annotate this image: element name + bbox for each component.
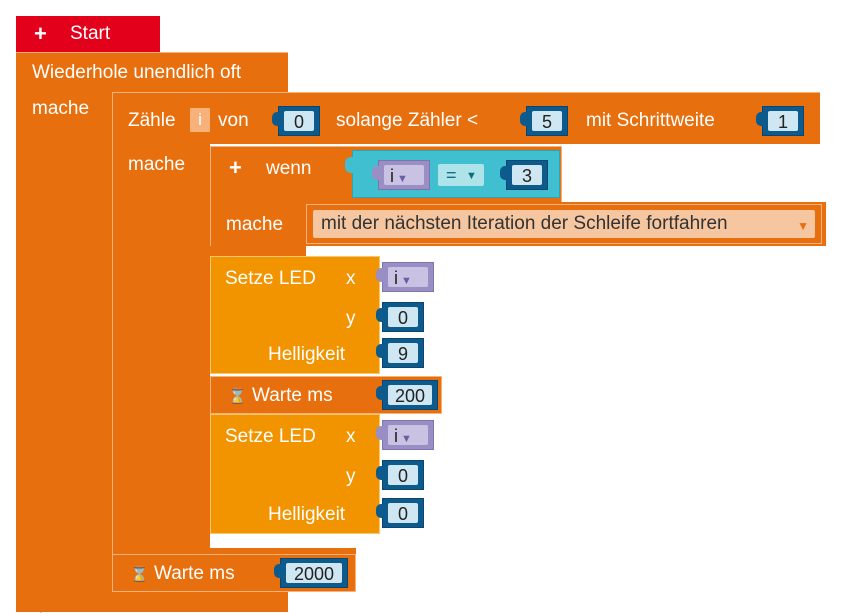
forever-loop-footer xyxy=(16,588,288,612)
set-led-2-x-dropdown[interactable]: i▼ xyxy=(388,425,428,446)
set-led-1-x-variable-block[interactable]: i▼ xyxy=(376,262,434,292)
count-from-label: von xyxy=(218,110,249,131)
if-do-label: mache xyxy=(226,214,284,235)
wait-2-value-connector xyxy=(274,564,282,578)
set-led-2-x-label: x xyxy=(346,426,356,447)
set-led-1-brightness-connector xyxy=(376,344,384,358)
wait-1-value-connector xyxy=(376,386,384,400)
dropdown-arrow-icon: ▼ xyxy=(401,433,412,445)
count-variable-dropdown[interactable]: i xyxy=(190,108,210,132)
compare-variable-name: i xyxy=(390,166,394,186)
set-led-1-x-variable: i xyxy=(394,268,398,288)
set-led-1-y-value[interactable]: 0 xyxy=(388,307,418,328)
forever-loop-label: Wiederhole unendlich oft xyxy=(32,62,242,83)
wait-2-value[interactable]: 2000 xyxy=(286,563,342,584)
compare-value[interactable]: 3 xyxy=(512,165,542,186)
start-label: Start xyxy=(70,23,111,44)
next-connector-icon xyxy=(35,605,47,613)
dropdown-arrow-icon: ▼ xyxy=(397,173,408,185)
count-to-value[interactable]: 5 xyxy=(532,111,562,132)
count-step-value[interactable]: 1 xyxy=(768,111,798,132)
compare-value-block[interactable]: 3 xyxy=(500,160,548,190)
set-led-2-x-connector xyxy=(376,426,384,440)
set-led-2-x-variable: i xyxy=(394,426,398,446)
compare-variable-dropdown[interactable]: i▼ xyxy=(384,165,424,186)
count-from-value[interactable]: 0 xyxy=(284,111,314,132)
dropdown-arrow-icon: ▼ xyxy=(466,170,477,182)
set-led-2-x-variable-block[interactable]: i▼ xyxy=(376,420,434,450)
forever-loop-body-rail xyxy=(16,92,112,600)
hourglass-icon: ⌛ xyxy=(130,565,149,583)
set-led-1-x-connector xyxy=(376,268,384,282)
count-loop-body-rail xyxy=(112,144,210,548)
count-to-value-connector xyxy=(520,112,528,126)
set-led-2-y-label: y xyxy=(346,466,356,487)
compare-operator: = xyxy=(446,165,457,185)
count-from-value-block[interactable]: 0 xyxy=(272,106,320,136)
set-led-2-brightness-value-block[interactable]: 0 xyxy=(376,498,424,528)
set-led-2-y-connector xyxy=(376,466,384,480)
set-led-2-brightness-label: Helligkeit xyxy=(268,504,346,525)
hourglass-icon: ⌛ xyxy=(228,387,247,405)
compare-variable-block[interactable]: i▼ xyxy=(372,160,430,190)
wait-1-label: Warte ms xyxy=(252,385,333,406)
continue-loop-label: mit der nächsten Iteration der Schleife … xyxy=(321,213,728,234)
count-step-label: mit Schrittweite xyxy=(586,110,715,131)
set-led-1-x-dropdown[interactable]: i▼ xyxy=(388,267,428,288)
set-led-2-y-value[interactable]: 0 xyxy=(388,465,418,486)
count-label: Zähle xyxy=(128,110,176,131)
dropdown-arrow-icon: ▼ xyxy=(797,219,809,233)
wait-1-value-block[interactable]: 200 xyxy=(376,380,438,410)
compare-operator-dropdown[interactable]: = ▼ xyxy=(438,164,484,186)
count-variable-name: i xyxy=(198,110,202,129)
start-plus-icon[interactable]: + xyxy=(34,21,47,46)
compare-block-connector xyxy=(345,157,354,173)
wait-2-value-block[interactable]: 2000 xyxy=(274,558,348,588)
count-step-value-block[interactable]: 1 xyxy=(756,106,804,136)
if-body-rail xyxy=(210,246,306,256)
count-from-value-connector xyxy=(272,112,280,126)
set-led-block-2[interactable] xyxy=(210,414,380,534)
compare-value-connector xyxy=(500,166,508,180)
set-led-1-y-value-block[interactable]: 0 xyxy=(376,302,424,332)
compare-variable-connector xyxy=(372,166,380,180)
wait-1-value[interactable]: 200 xyxy=(388,385,432,406)
set-led-1-y-label: y xyxy=(346,308,356,329)
set-led-2-brightness-value[interactable]: 0 xyxy=(388,503,418,524)
dropdown-arrow-icon: ▼ xyxy=(401,275,412,287)
set-led-1-brightness-value[interactable]: 9 xyxy=(388,343,418,364)
count-do-label: mache xyxy=(128,154,186,175)
set-led-1-brightness-label: Helligkeit xyxy=(268,344,346,365)
start-block[interactable]: + Start xyxy=(16,16,160,52)
if-mutator-plus-icon[interactable]: + xyxy=(229,155,242,180)
set-led-1-x-label: x xyxy=(346,268,356,289)
count-step-value-connector xyxy=(756,112,764,126)
continue-loop-dropdown[interactable]: mit der nächsten Iteration der Schleife … xyxy=(313,210,815,238)
if-label: wenn xyxy=(266,158,312,179)
forever-loop-block[interactable] xyxy=(16,52,288,92)
count-to-value-block[interactable]: 5 xyxy=(520,106,568,136)
wait-2-label: Warte ms xyxy=(154,563,235,584)
continue-loop-block[interactable]: mit der nächsten Iteration der Schleife … xyxy=(306,204,822,244)
set-led-2-label: Setze LED xyxy=(225,426,316,447)
count-while-label: solange Zähler < xyxy=(336,110,479,131)
set-led-2-brightness-connector xyxy=(376,504,384,518)
forever-do-label: mache xyxy=(32,98,90,119)
set-led-1-brightness-value-block[interactable]: 9 xyxy=(376,338,424,368)
set-led-1-label: Setze LED xyxy=(225,268,316,289)
count-loop-block[interactable] xyxy=(112,92,820,144)
set-led-1-y-connector xyxy=(376,308,384,322)
set-led-2-y-value-block[interactable]: 0 xyxy=(376,460,424,490)
